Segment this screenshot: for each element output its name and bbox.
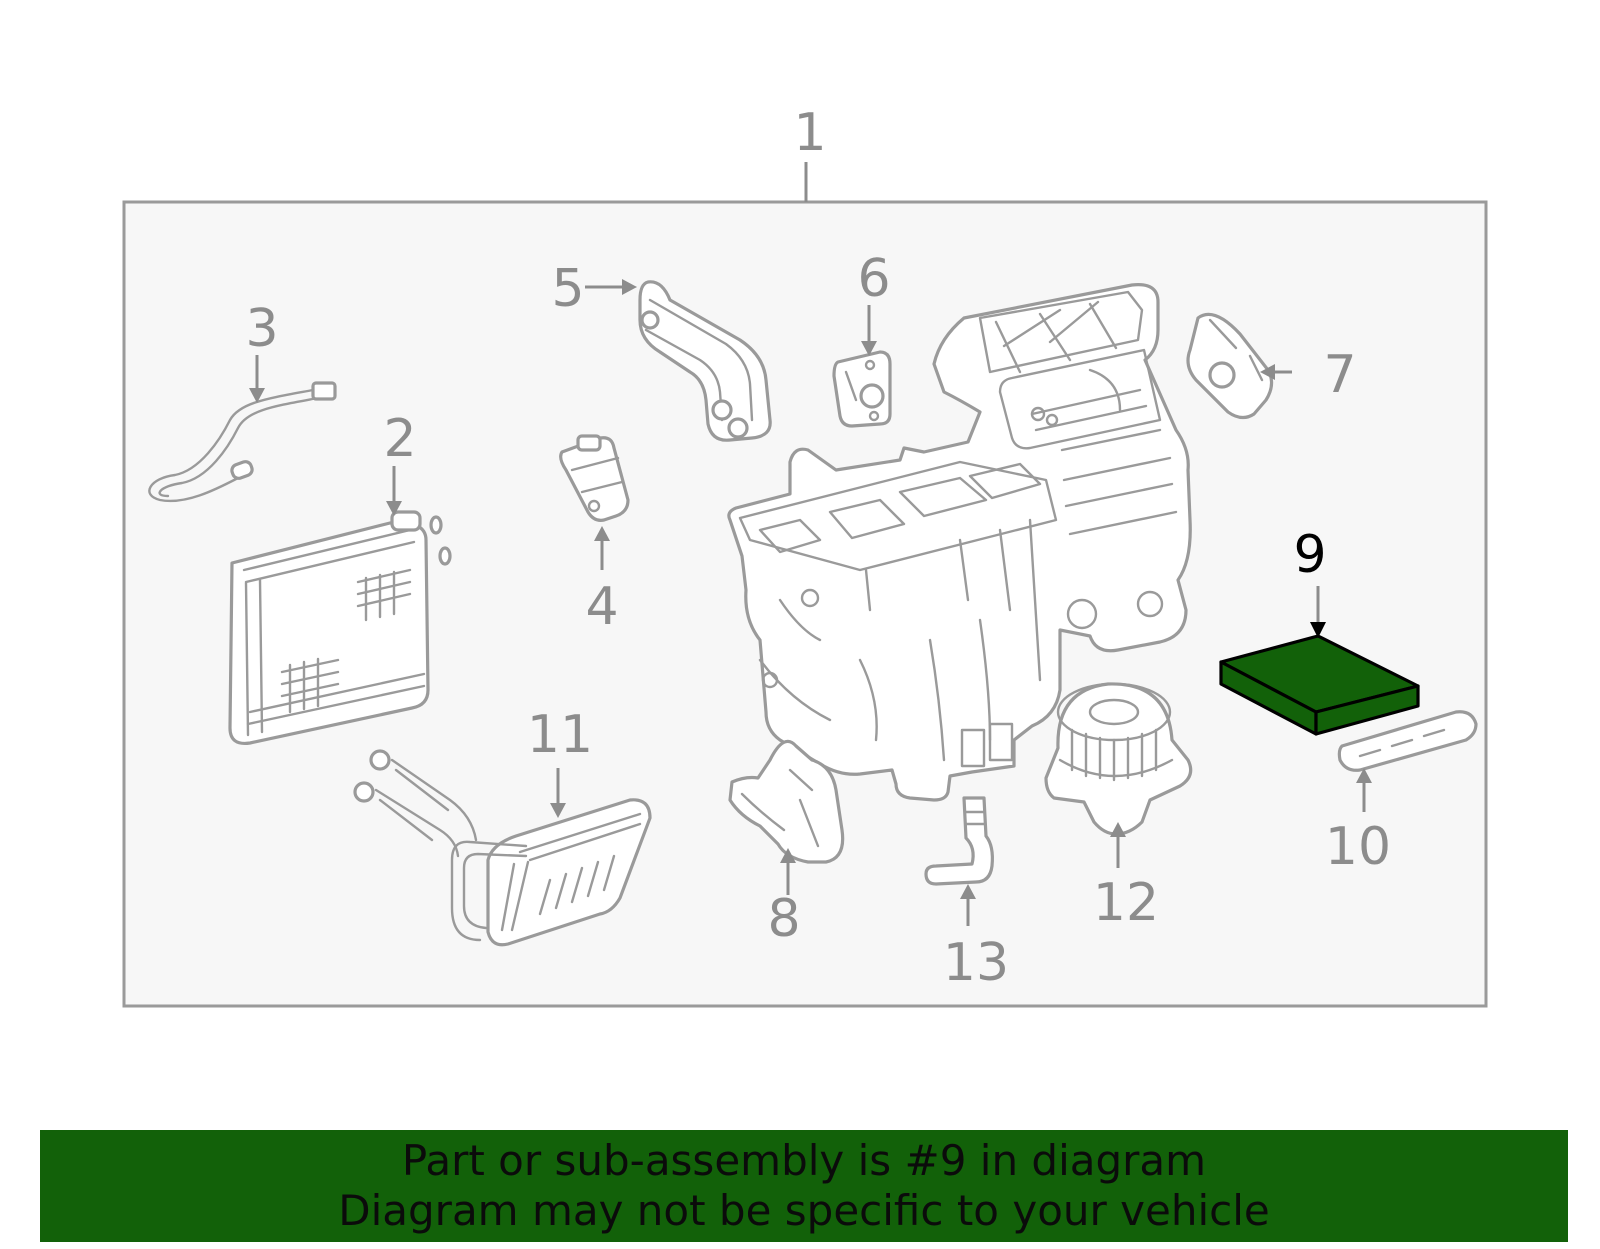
banner-line-disclaimer: Diagram may not be specific to your vehi… [338, 1186, 1270, 1235]
callout-11: 11 [527, 705, 593, 765]
part-2-evaporator[interactable] [228, 510, 452, 746]
part-3-sensor[interactable] [148, 381, 337, 503]
part-13-drain-hose[interactable] [924, 796, 994, 886]
part-4-expansion-valve[interactable] [559, 434, 630, 522]
parts-diagram: 1 2 3 4 5 6 7 8 9 10 11 12 13 [122, 103, 1488, 1008]
part-6-actuator[interactable] [832, 350, 892, 428]
callout-1: 1 [793, 103, 826, 163]
part-9-cabin-air-filter[interactable] [1219, 634, 1420, 736]
callout-12: 12 [1093, 873, 1159, 933]
part-10-filter-cover[interactable] [1337, 710, 1478, 772]
callout-2: 2 [383, 409, 416, 469]
callout-6: 6 [857, 249, 890, 309]
part-11-heater-core[interactable] [353, 749, 652, 947]
callout-10: 10 [1325, 817, 1391, 877]
part-8-duct[interactable] [728, 739, 845, 864]
info-banner: Part or sub-assembly is #9 in diagram Di… [40, 1130, 1568, 1242]
callout-7: 7 [1323, 345, 1356, 405]
callout-3: 3 [245, 299, 278, 359]
part-7-servo-motor[interactable] [1186, 312, 1274, 420]
part-1-heater-case[interactable] [727, 283, 1192, 802]
callout-9-highlighted: 9 [1293, 525, 1326, 585]
part-12-blower-motor[interactable] [1044, 682, 1193, 836]
callout-13: 13 [943, 933, 1009, 993]
callout-8: 8 [767, 889, 800, 949]
callout-4: 4 [585, 577, 618, 637]
part-5-pipes[interactable] [638, 280, 772, 442]
callout-5: 5 [551, 259, 584, 319]
banner-line-part: Part or sub-assembly is #9 in diagram [401, 1136, 1207, 1185]
